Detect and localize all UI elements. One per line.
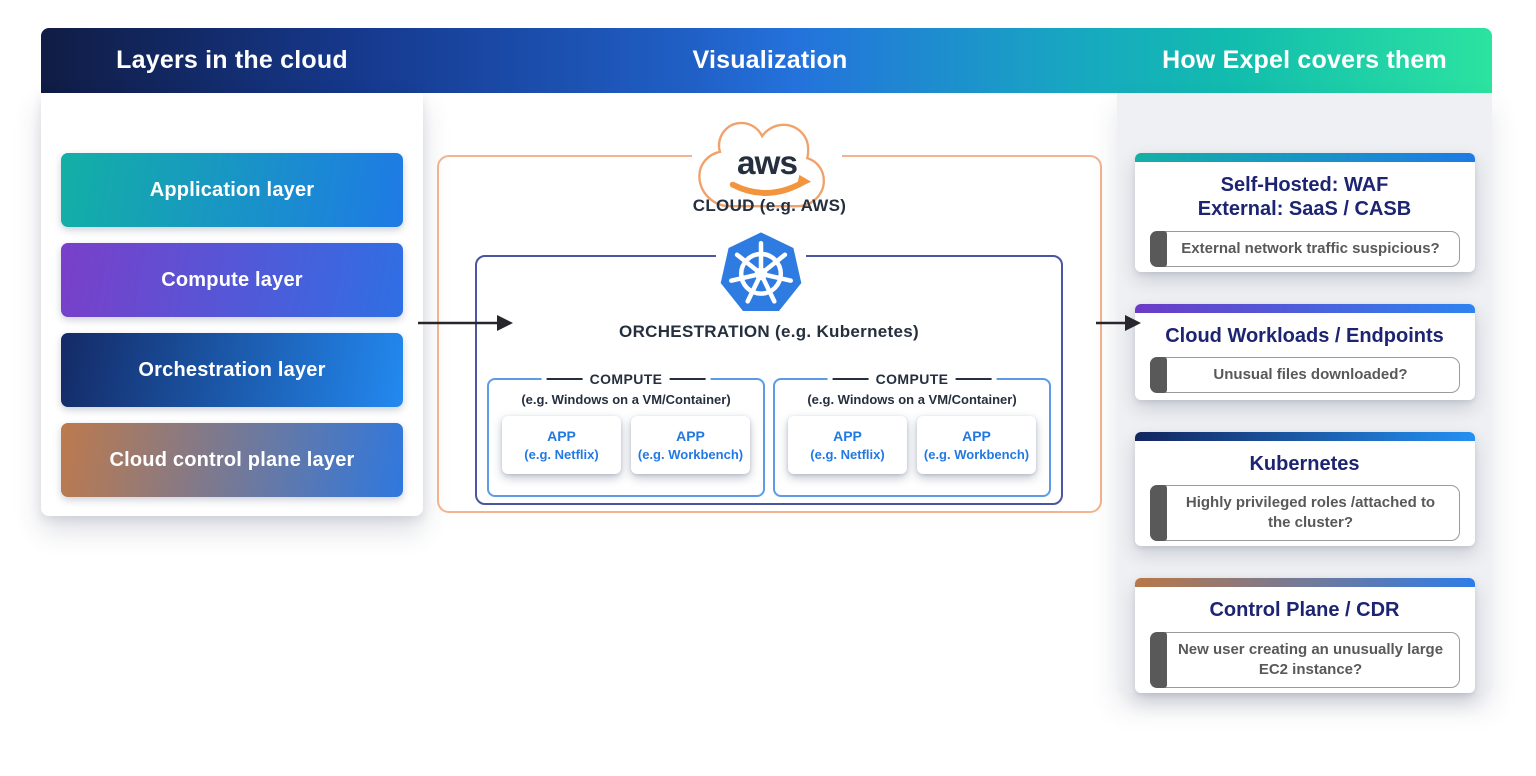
app-card-workbench: APP (e.g. Workbench) bbox=[631, 416, 750, 474]
header-section-layers: Layers in the cloud bbox=[41, 28, 423, 93]
question-pill: New user creating an unusually large EC2… bbox=[1149, 631, 1460, 689]
coverage-card-kubernetes: Kubernetes Highly privileged roles /atta… bbox=[1134, 431, 1475, 547]
header-title-visualization: Visualization bbox=[692, 46, 848, 74]
aws-cloud-icon: aws bbox=[692, 118, 842, 216]
orchestration-label: ORCHESTRATION (e.g. Kubernetes) bbox=[619, 322, 919, 341]
question-tab bbox=[1149, 356, 1167, 394]
title-line: Cloud Workloads / Endpoints bbox=[1165, 324, 1444, 347]
question-tab bbox=[1149, 230, 1167, 268]
compute-legend-1: COMPUTE bbox=[541, 369, 711, 389]
compute-subtitle: (e.g. Windows on a VM/Container) bbox=[521, 392, 731, 407]
coverage-card-body: Cloud Workloads / Endpoints Unusual file… bbox=[1135, 313, 1475, 400]
coverage-card-gradient-bar bbox=[1134, 578, 1475, 588]
coverage-card-body: Control Plane / CDR New user creating an… bbox=[1135, 587, 1475, 693]
coverage-card-body: Kubernetes Highly privileged roles /atta… bbox=[1135, 441, 1475, 547]
kubernetes-icon bbox=[716, 225, 806, 319]
coverage-card-gradient-bar bbox=[1134, 153, 1475, 162]
question-pill: Highly privileged roles /attached to the… bbox=[1149, 484, 1460, 542]
legend-line-left bbox=[832, 377, 869, 381]
compute-title: COMPUTE bbox=[875, 371, 949, 387]
header-section-visualization: Visualization bbox=[423, 28, 1117, 93]
application-layer-button[interactable]: Application layer bbox=[61, 153, 403, 227]
header-bar: Layers in the cloud Visualization How Ex… bbox=[41, 28, 1492, 93]
coverage-card-gradient-bar bbox=[1134, 303, 1475, 313]
coverage-card-title: Control Plane / CDR bbox=[1150, 598, 1460, 622]
app-card-netflix: APP (e.g. Netflix) bbox=[502, 416, 621, 474]
coverage-card-workloads: Cloud Workloads / Endpoints Unusual file… bbox=[1134, 303, 1475, 400]
coverage-card-title: Self-Hosted: WAF External: SaaS / CASB bbox=[1150, 173, 1460, 222]
app-card-workbench: APP (e.g. Workbench) bbox=[917, 416, 1036, 474]
app-example: (e.g. Workbench) bbox=[923, 447, 1030, 462]
coverage-card-body: Self-Hosted: WAF External: SaaS / CASB E… bbox=[1135, 162, 1475, 272]
title-line: Self-Hosted: WAF bbox=[1220, 174, 1389, 196]
app-label: APP bbox=[962, 428, 991, 444]
legend-line-right bbox=[955, 377, 992, 381]
compute-title: COMPUTE bbox=[589, 371, 663, 387]
coverage-card-title: Cloud Workloads / Endpoints bbox=[1150, 324, 1460, 348]
question-text: New user creating an unusually large EC2… bbox=[1177, 640, 1444, 678]
compute-subtitle: (e.g. Windows on a VM/Container) bbox=[807, 392, 1017, 407]
arrow-visualization-to-coverage bbox=[1096, 315, 1141, 331]
app-label: APP bbox=[833, 428, 862, 444]
question-tab bbox=[1149, 631, 1167, 689]
question-tab bbox=[1149, 484, 1167, 542]
orchestration-layer-button[interactable]: Orchestration layer bbox=[61, 333, 403, 407]
question-pill: Unusual files downloaded? bbox=[1149, 356, 1460, 394]
header-section-coverage: How Expel covers them bbox=[1117, 28, 1492, 93]
app-example: (e.g. Workbench) bbox=[637, 447, 744, 462]
question-pill: External network traffic suspicious? bbox=[1149, 230, 1460, 268]
app-example: (e.g. Netflix) bbox=[810, 447, 885, 462]
compute-legend-2: COMPUTE bbox=[827, 369, 997, 389]
app-label: APP bbox=[547, 428, 576, 444]
cloud-control-plane-layer-button[interactable]: Cloud control plane layer bbox=[61, 423, 403, 497]
apps-row: APP (e.g. Netflix) APP (e.g. Workbench) bbox=[775, 407, 1049, 474]
compute-row: COMPUTE (e.g. Windows on a VM/Container)… bbox=[487, 369, 1051, 497]
legend-line-right bbox=[669, 377, 706, 381]
legend-line-left bbox=[546, 377, 583, 381]
compute-box-1: COMPUTE (e.g. Windows on a VM/Container)… bbox=[487, 369, 765, 497]
header-title-layers: Layers in the cloud bbox=[116, 46, 348, 74]
compute-layer-button[interactable]: Compute layer bbox=[61, 243, 403, 317]
compute-box-2: COMPUTE (e.g. Windows on a VM/Container)… bbox=[773, 369, 1051, 497]
coverage-panel: Self-Hosted: WAF External: SaaS / CASB E… bbox=[1117, 93, 1492, 693]
title-line: External: SaaS / CASB bbox=[1197, 198, 1412, 221]
question-text: Highly privileged roles /attached to the… bbox=[1185, 493, 1436, 532]
apps-row: APP (e.g. Netflix) APP (e.g. Workbench) bbox=[489, 407, 763, 474]
app-card-netflix: APP (e.g. Netflix) bbox=[788, 416, 907, 474]
layers-panel: Application layer Compute layer Orchestr… bbox=[41, 93, 423, 516]
question-text: External network traffic suspicious? bbox=[1181, 239, 1440, 257]
header-title-coverage: How Expel covers them bbox=[1162, 46, 1447, 74]
aws-logo-text: aws bbox=[737, 145, 797, 182]
coverage-card-title: Kubernetes bbox=[1150, 452, 1460, 476]
app-example: (e.g. Netflix) bbox=[524, 447, 599, 462]
coverage-card-gradient-bar bbox=[1134, 431, 1475, 441]
coverage-card-application: Self-Hosted: WAF External: SaaS / CASB E… bbox=[1134, 153, 1475, 272]
app-label: APP bbox=[676, 428, 705, 444]
title-line: Control Plane / CDR bbox=[1209, 599, 1400, 622]
coverage-card-control-plane: Control Plane / CDR New user creating an… bbox=[1134, 578, 1475, 693]
question-text: Unusual files downloaded? bbox=[1213, 365, 1408, 383]
arrow-left-to-visualization bbox=[418, 315, 513, 331]
title-line: Kubernetes bbox=[1249, 452, 1360, 475]
cloud-label: CLOUD (e.g. AWS) bbox=[692, 196, 847, 215]
